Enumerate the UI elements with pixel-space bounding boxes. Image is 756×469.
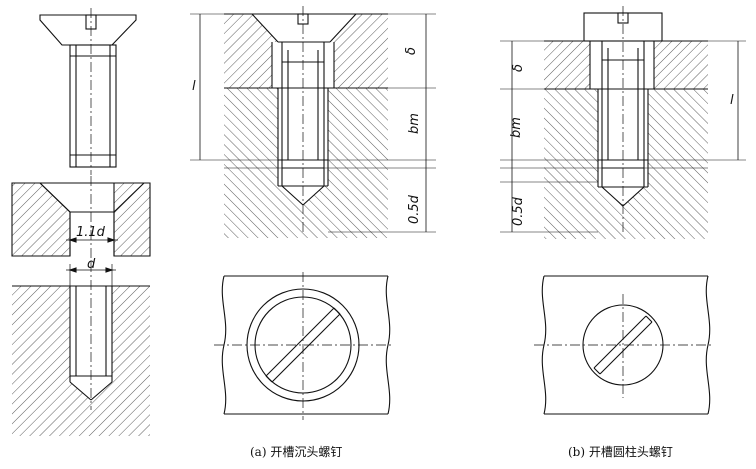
csk-screw-free: [39, 8, 137, 175]
csk-top-view: [214, 272, 392, 420]
tapped-hole-section: [12, 262, 150, 436]
label-engage-length-a: bm: [407, 113, 422, 134]
label-screw-length-b: l: [730, 93, 734, 108]
label-plate-thickness-a: δ: [404, 47, 419, 55]
csk-hole-section: [11, 176, 151, 262]
cyl-assembly-section: [500, 6, 746, 239]
label-extra-depth-b: 0.5d: [511, 196, 526, 226]
label-plate-thickness-b: δ: [511, 64, 526, 72]
caption-b: (b) 开槽圆柱头螺钉: [568, 445, 673, 459]
label-extra-depth-a: 0.5d: [407, 194, 422, 224]
label-hole-dia: d: [87, 257, 96, 272]
cyl-top-view: [534, 275, 712, 415]
caption-a: (a) 开槽沉头螺钉: [250, 445, 343, 459]
label-screw-length-a: l: [192, 79, 196, 94]
csk-assembly-section: [190, 6, 436, 238]
label-engage-length-b: bm: [509, 117, 524, 138]
label-counterbore-dia: 1.1d: [76, 225, 106, 240]
